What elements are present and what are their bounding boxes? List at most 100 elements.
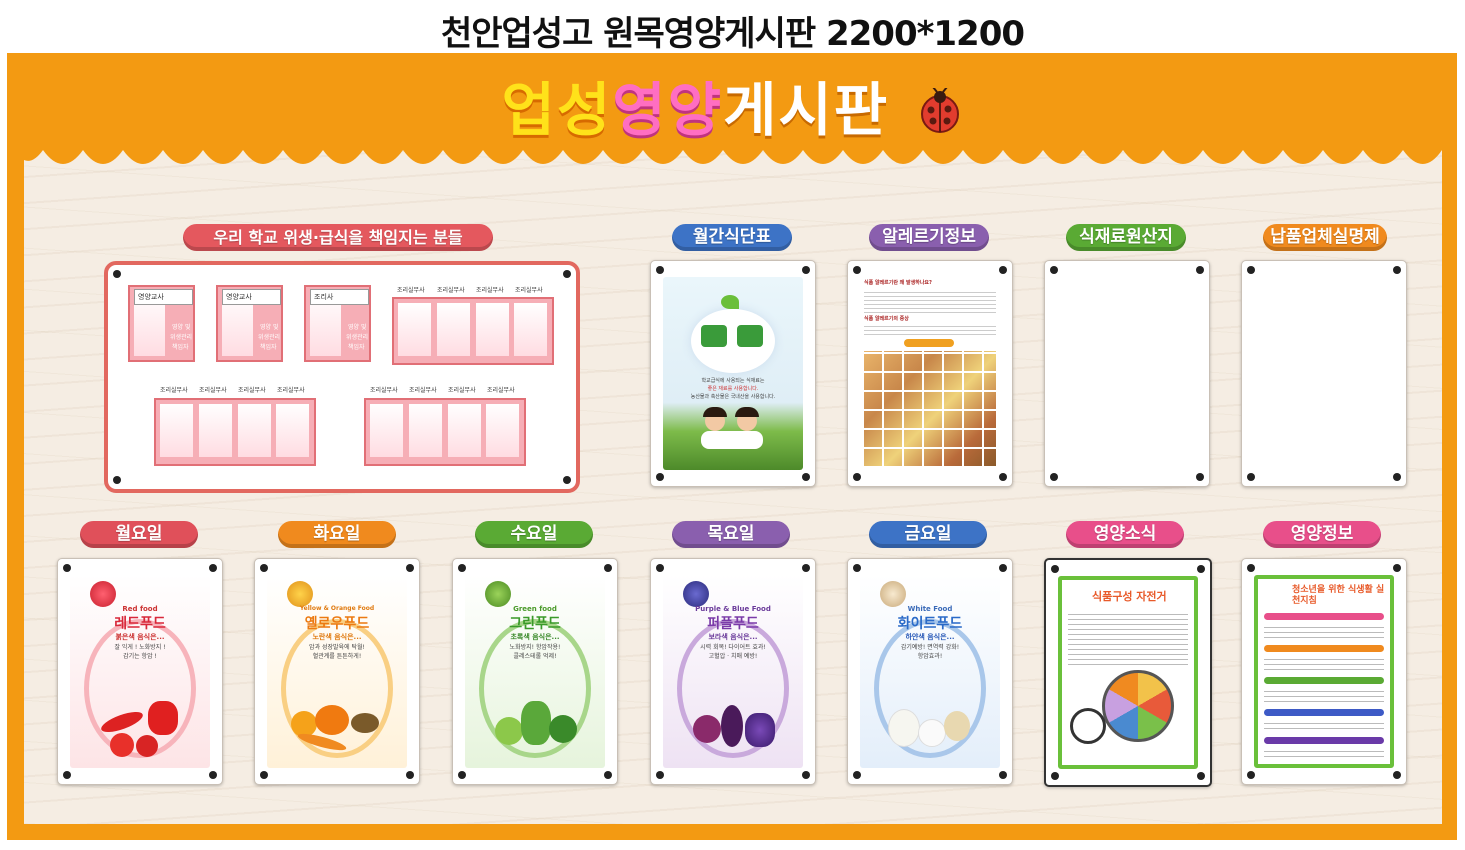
white-food-sub: 하얀색 음식은...	[905, 633, 955, 641]
ladybug-icon	[921, 86, 960, 133]
worker-label: 조리실무사	[448, 387, 476, 394]
green-food-en: Green food	[513, 605, 557, 613]
green-food-panel: Green food 그린푸드 초록색 음식은... 노화방지! 항암작용! 콜…	[452, 558, 618, 785]
role-line-2: 위생관리	[170, 334, 193, 341]
info-label: 영양정보	[1263, 521, 1381, 548]
white-food-l1: 감기예방! 면역력 강화!	[900, 644, 960, 651]
cook-label: 조리사	[310, 289, 369, 305]
allergy-panel: 식품 알레르기란 왜 발생하나요? 식품 알레르기의 증상	[847, 260, 1013, 487]
allergy-subtitle: 식품 알레르기의 증상	[864, 316, 909, 322]
orange-vegetables-image	[291, 701, 383, 761]
news-panel: 식품구성 자전거	[1044, 558, 1212, 787]
tuesday-label: 화요일	[278, 521, 396, 548]
menu-poster: 학교급식에 사용되는 식재료는 좋은 재료를 사용합니다. 농산물과 축산물은 …	[663, 277, 803, 470]
worker-label: 조리실무사	[515, 287, 543, 294]
menu-line3: 농산물과 축산물은 국내산을 사용합니다.	[690, 394, 776, 400]
allergy-poster: 식품 알레르기란 왜 발생하나요? 식품 알레르기의 증상	[860, 277, 1000, 470]
green-food-poster: Green food 그린푸드 초록색 음식은... 노화방지! 항암작용! 콜…	[465, 575, 605, 768]
monday-label: 월요일	[80, 521, 198, 548]
green-vegetables-image	[495, 701, 579, 761]
green-food-l2: 콜레스테롤 억제!	[513, 653, 557, 660]
origin-panel	[1044, 260, 1210, 487]
worker-label: 조리실무사	[277, 387, 305, 394]
worker-label: 조리실무사	[397, 287, 425, 294]
yellow-food-en: Yellow & Orange Food	[299, 605, 375, 612]
allergy-food-grid	[864, 351, 996, 466]
white-food-panel: White Food 화이트푸드 하얀색 음식은... 감기예방! 면역력 강화…	[847, 558, 1013, 785]
purple-food-l1: 시력 회복! 다이어트 효과!	[700, 644, 766, 651]
purple-food-poster: Purple & Blue Food 퍼플푸드 보라색 음식은... 시력 회복…	[663, 575, 803, 768]
bicycle-wheel-icon	[1070, 708, 1106, 744]
banner-part2: 영양	[612, 76, 724, 144]
wednesday-label: 수요일	[475, 521, 593, 548]
staff-board: 영양교사 영양 및 위생관리 책임자 영양교사 영양 및 위생관리 책임자 조리…	[104, 261, 580, 493]
news-label: 영양소식	[1066, 521, 1184, 548]
origin-label: 식재료원산지	[1066, 224, 1186, 251]
white-food-title: 화이트푸드	[897, 616, 963, 632]
banner-part1: 업성	[501, 76, 613, 144]
green-food-l1: 노화방지! 항암작용!	[509, 644, 561, 651]
red-vegetables-image	[98, 701, 182, 761]
friday-label: 금요일	[869, 521, 987, 548]
worker-label: 조리실무사	[476, 287, 504, 294]
yellow-food-sub: 노란색 음식은...	[312, 633, 362, 641]
red-food-en: Red food	[122, 605, 158, 613]
mushroom-icon	[880, 581, 906, 607]
yellow-food-panel: Yellow & Orange Food 옐로우푸드 노란색 음식은... 암과…	[254, 558, 420, 785]
role-line-1b: 영양 및	[260, 324, 279, 331]
thursday-label: 목요일	[672, 521, 790, 548]
role-line-1: 영양 및	[172, 324, 191, 331]
peas-icon	[485, 581, 511, 607]
info-title: 청소년을 위한 식생활 실천지침	[1292, 585, 1385, 606]
white-vegetables-image	[888, 701, 974, 761]
nutrition-teacher-label: 영양교사	[134, 289, 193, 305]
info-panel: 청소년을 위한 식생활 실천지침	[1241, 558, 1407, 785]
page-title: 천안업성고 원목영양게시판 2200*1200	[440, 14, 1025, 54]
role-line-3b: 책임자	[260, 344, 277, 351]
red-food-title: 레드푸드	[114, 616, 166, 632]
red-food-l1: 잘 익게 ! 노화방지 !	[114, 644, 166, 651]
news-title: 식품구성 자전거	[1092, 590, 1167, 603]
info-poster: 청소년을 위한 식생활 실천지침	[1254, 575, 1394, 768]
yellow-food-poster: Yellow & Orange Food 옐로우푸드 노란색 음식은... 암과…	[267, 575, 407, 768]
role-line-3c: 책임자	[348, 344, 365, 351]
green-food-sub: 초록색 음식은...	[510, 633, 560, 641]
news-poster: 식품구성 자전거	[1058, 576, 1198, 769]
allergy-label: 알레르기정보	[869, 224, 989, 251]
strawberry-icon	[90, 581, 116, 607]
red-food-sub: 붉은색 음식은...	[115, 633, 165, 641]
board-banner: 업성영양게시판	[0, 63, 1465, 147]
fruit-icon	[287, 581, 313, 607]
yellow-food-l2: 혈관계를 튼튼하게!	[312, 653, 362, 660]
staff-section-title: 우리 학교 위생·급식을 책임지는 분들	[183, 224, 493, 251]
white-food-poster: White Food 화이트푸드 하얀색 음식은... 감기예방! 면역력 강화…	[860, 575, 1000, 768]
supplier-label: 납품업체실명제	[1263, 224, 1387, 251]
yellow-food-l1: 암과 성장발육에 탁월!	[309, 644, 365, 651]
worker-label: 조리실무사	[160, 387, 188, 394]
purple-vegetables-image	[693, 701, 777, 761]
worker-label: 조리실무사	[487, 387, 515, 394]
green-food-title: 그린푸드	[509, 616, 561, 632]
red-food-poster: Red food 레드푸드 붉은색 음식은... 잘 익게 ! 노화방지 ! 감…	[70, 575, 210, 768]
allergy-title: 식품 알레르기란 왜 발생하나요?	[864, 280, 932, 286]
purple-food-sub: 보라색 음식은...	[708, 633, 758, 641]
menu-line2: 좋은 재료를 사용합니다.	[707, 386, 759, 392]
purple-food-l2: 고혈압 · 치매 예방!	[708, 653, 758, 660]
food-wheel-image	[1102, 670, 1174, 742]
monthly-menu-label: 월간식단표	[672, 224, 792, 251]
blueberry-icon	[683, 581, 709, 607]
role-line-2b: 위생관리	[258, 334, 281, 341]
role-line-1c: 영양 및	[348, 324, 367, 331]
worker-label: 조리실무사	[437, 287, 465, 294]
scallop-edge	[24, 120, 1442, 164]
purple-food-en: Purple & Blue Food	[695, 605, 771, 613]
supplier-panel	[1241, 260, 1407, 487]
white-food-en: White Food	[907, 605, 953, 613]
red-food-l2: 감기는 항암 !	[123, 653, 157, 660]
worker-label: 조리실무사	[238, 387, 266, 394]
banner-part3: 게시판	[723, 76, 890, 144]
worker-label: 조리실무사	[199, 387, 227, 394]
role-line-3: 책임자	[172, 344, 189, 351]
children-image	[701, 407, 765, 449]
white-food-l2: 항암효과!	[917, 653, 943, 660]
